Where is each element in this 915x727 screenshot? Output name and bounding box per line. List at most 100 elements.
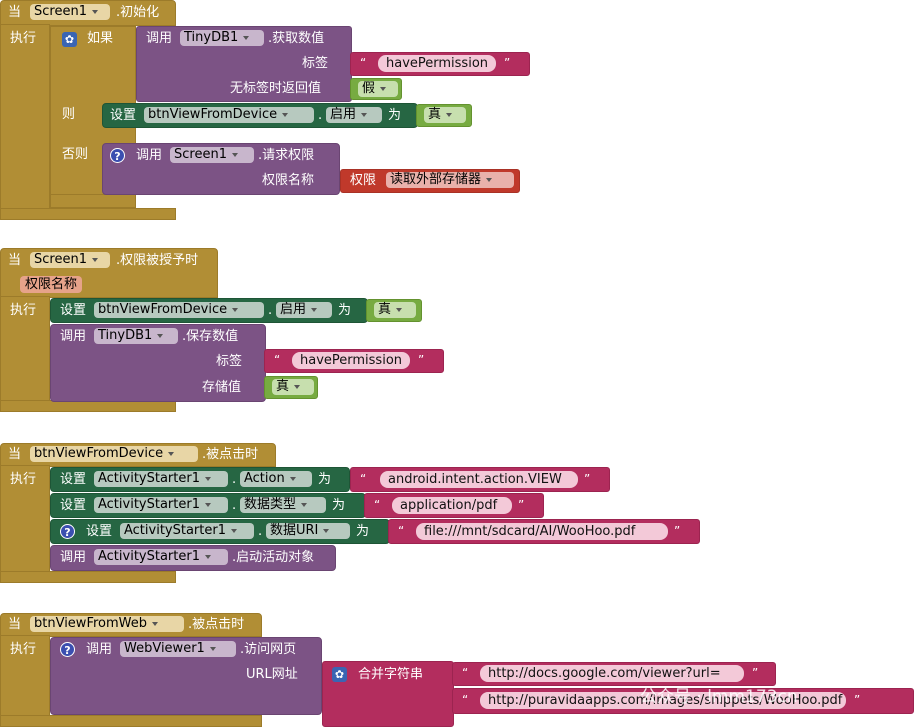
component-dropdown[interactable]: WebViewer1 (120, 641, 236, 657)
quote-open: “ (274, 353, 281, 367)
help-icon[interactable]: ? (60, 642, 75, 657)
text-value[interactable]: file:///mnt/sdcard/AI/WooHoo.pdf (416, 523, 668, 540)
component-dropdown[interactable]: ActivityStarter1 (94, 471, 228, 487)
event-block-bottom (0, 571, 176, 583)
method-label: .访问网页 (240, 642, 297, 657)
method-label: .获取数值 (268, 31, 325, 46)
to-label: 为 (388, 108, 402, 123)
set-label: 设置 (60, 472, 87, 487)
text-value[interactable]: havePermission (292, 352, 410, 369)
to-label: 为 (338, 303, 352, 318)
text-value[interactable]: havePermission (378, 55, 496, 72)
permission-dropdown[interactable]: 读取外部存储器 (386, 172, 514, 188)
component-dropdown[interactable]: btnViewFromDevice (94, 302, 264, 318)
component-name: btnViewFromDevice (34, 446, 164, 461)
join-label: 合并字符串 (358, 667, 424, 682)
call-label: 调用 (146, 31, 173, 46)
component-name: WebViewer1 (124, 641, 205, 656)
component-dropdown[interactable]: ActivityStarter1 (94, 549, 228, 565)
chevron-down-icon (311, 307, 318, 312)
call-label: 调用 (86, 642, 113, 657)
property-dropdown[interactable]: 数据类型 (240, 497, 326, 513)
when-label: 当 (8, 447, 22, 462)
logic-value: 真 (276, 379, 290, 394)
component-name: btnViewFromWeb (34, 616, 147, 631)
chevron-down-icon (231, 152, 238, 157)
tinydb-getvalue-block[interactable] (136, 26, 352, 102)
text-value[interactable]: android.intent.action.VIEW (380, 471, 578, 488)
property-name: 数据URI (270, 523, 319, 538)
then-label: 则 (62, 107, 76, 122)
component-name: Screen1 (34, 4, 87, 19)
event-parameter[interactable]: 权限名称 (20, 276, 83, 293)
event-block-bottom (0, 715, 262, 727)
to-label: 为 (356, 524, 370, 539)
quote-close: ” (854, 693, 861, 707)
property-dropdown[interactable]: 数据URI (266, 523, 350, 539)
if-block-bottom (50, 194, 136, 208)
logic-value: 假 (362, 81, 376, 96)
tinydb-name: TinyDB1 (184, 30, 239, 45)
component-dropdown[interactable]: Screen1 (30, 252, 110, 268)
quote-open: “ (360, 56, 367, 70)
method-label: .保存数值 (182, 329, 239, 344)
component-dropdown[interactable]: btnViewFromWeb (30, 616, 184, 632)
chevron-down-icon (361, 112, 368, 117)
text-value[interactable]: http://puravidaapps.com/images/snippets/… (480, 692, 846, 709)
quote-close: ” (584, 472, 591, 486)
chevron-down-icon (91, 257, 98, 262)
property-dropdown[interactable]: Action (240, 471, 312, 487)
gear-icon[interactable]: ✿ (62, 32, 77, 47)
to-label: 为 (332, 498, 346, 513)
to-label: 为 (318, 472, 332, 487)
property-dropdown[interactable]: 启用 (276, 302, 332, 318)
event-name-label: .被点击时 (188, 617, 245, 632)
when-label: 当 (8, 617, 22, 632)
component-dropdown[interactable]: Screen1 (170, 147, 254, 163)
permission-kw-label: 权限 (350, 173, 377, 188)
method-label: .请求权限 (258, 148, 315, 163)
text-value[interactable]: http://docs.google.com/viewer?url= (480, 665, 744, 682)
chevron-down-icon (232, 307, 239, 312)
gear-icon[interactable]: ✿ (332, 667, 347, 682)
component-name: ActivityStarter1 (98, 471, 200, 486)
quote-close: ” (504, 56, 511, 70)
chevron-down-icon (205, 502, 211, 507)
tinydb-dropdown[interactable]: TinyDB1 (180, 30, 264, 46)
chevron-down-icon (152, 621, 158, 626)
quote-close: ” (418, 353, 425, 367)
logic-value: 真 (378, 302, 392, 317)
tag-label: 标签 (216, 354, 243, 369)
when-label: 当 (8, 5, 22, 20)
component-name: ActivityStarter1 (124, 523, 226, 538)
logic-dropdown[interactable]: 假 (358, 81, 398, 97)
component-name: btnViewFromDevice (98, 302, 228, 317)
help-icon[interactable]: ? (110, 148, 125, 163)
property-dropdown[interactable]: 启用 (326, 107, 382, 123)
component-dropdown[interactable]: ActivityStarter1 (120, 523, 254, 539)
component-name: Screen1 (34, 252, 87, 267)
chevron-down-icon (282, 112, 289, 117)
component-dropdown[interactable]: ActivityStarter1 (94, 497, 228, 513)
permission-value: 读取外部存储器 (390, 172, 482, 187)
set-label: 设置 (60, 303, 87, 318)
logic-dropdown[interactable]: 真 (272, 379, 314, 395)
chevron-down-icon (323, 528, 330, 533)
chevron-down-icon (486, 177, 493, 182)
chevron-down-icon (380, 86, 387, 91)
quote-close: ” (518, 498, 525, 512)
logic-dropdown[interactable]: 真 (424, 107, 466, 123)
tinydb-dropdown[interactable]: TinyDB1 (94, 328, 178, 344)
chevron-down-icon (231, 528, 237, 533)
property-name: 启用 (280, 302, 307, 317)
component-dropdown[interactable]: btnViewFromDevice (30, 446, 198, 462)
help-icon[interactable]: ? (60, 524, 75, 539)
chevron-down-icon (446, 112, 453, 117)
else-label: 否则 (62, 147, 89, 162)
component-dropdown[interactable]: Screen1 (30, 4, 110, 20)
event-block-bottom (0, 208, 176, 220)
text-value[interactable]: application/pdf (392, 497, 512, 514)
do-label: 执行 (10, 472, 37, 487)
logic-dropdown[interactable]: 真 (374, 302, 416, 318)
component-dropdown[interactable]: btnViewFromDevice (144, 107, 314, 123)
